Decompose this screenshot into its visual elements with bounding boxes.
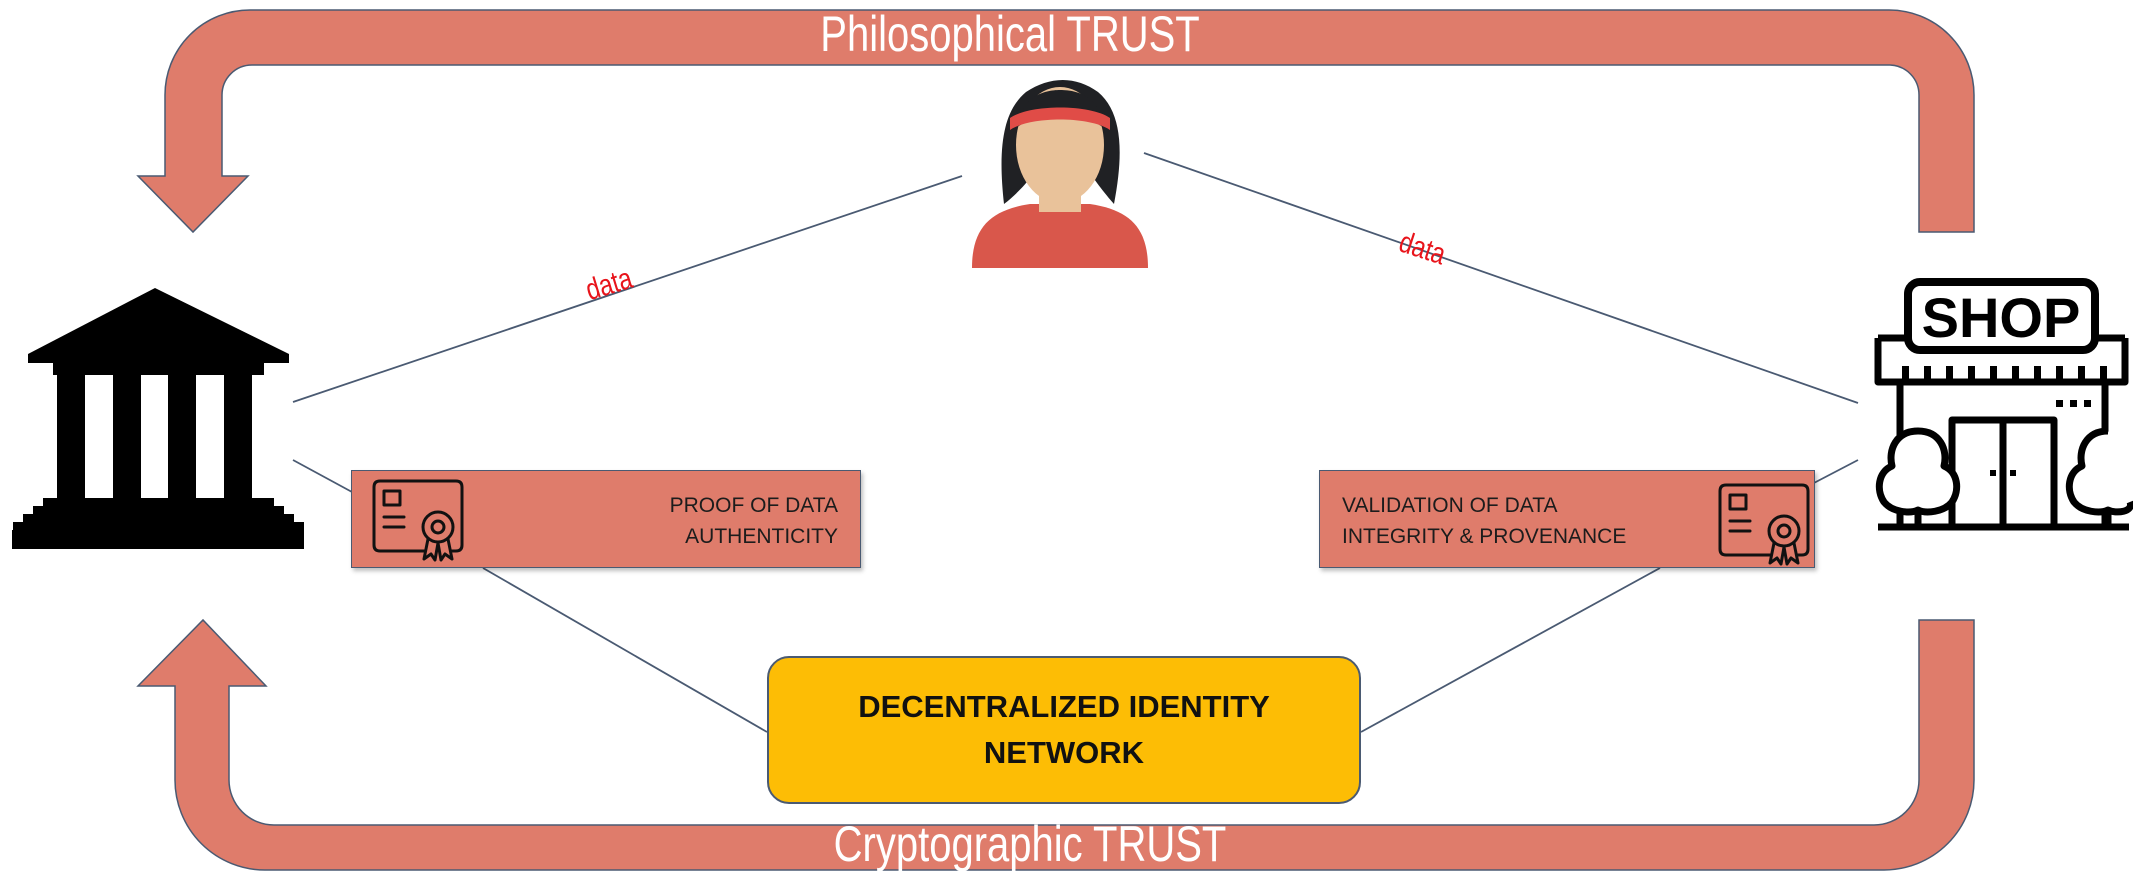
woman-avatar-icon — [972, 80, 1148, 268]
proof-of-authenticity-box: PROOF OF DATA AUTHENTICITY — [351, 470, 861, 568]
proof-line-1: PROOF OF DATA — [669, 494, 838, 517]
decentralized-identity-network-box: DECENTRALIZED IDENTITY NETWORK — [767, 656, 1361, 804]
network-line-2: NETWORK — [983, 735, 1145, 770]
shop-storefront-icon — [1874, 278, 2133, 531]
shop-awning-teeth — [1902, 366, 2107, 476]
philosophical-trust-label: Philosophical TRUST — [820, 6, 1200, 62]
validation-line-2: INTEGRITY & PROVENANCE — [1342, 525, 1627, 548]
government-building-icon — [12, 288, 304, 549]
cryptographic-trust-label: Cryptographic TRUST — [833, 816, 1227, 872]
certificate-icon — [1718, 483, 1810, 566]
cryptographic-trust-arrow — [136, 618, 1975, 871]
connector-credential-network-right — [1360, 567, 1661, 733]
proof-line-2: AUTHENTICITY — [685, 525, 838, 548]
validation-of-integrity-text: VALIDATION OF DATA INTEGRITY & PROVENANC… — [1342, 490, 1626, 552]
validation-of-integrity-box: VALIDATION OF DATA INTEGRITY & PROVENANC… — [1319, 470, 1815, 568]
philosophical-trust-arrow — [136, 9, 1975, 234]
proof-of-authenticity-text: PROOF OF DATA AUTHENTICITY — [670, 490, 838, 552]
connector-verifier-credential — [1811, 459, 1859, 485]
certificate-icon — [372, 479, 464, 562]
connector-issuer-holder — [292, 175, 963, 403]
connector-credential-network-left — [482, 567, 768, 733]
connector-issuer-credential — [292, 459, 353, 493]
validation-line-1: VALIDATION OF DATA — [1342, 494, 1558, 517]
connector-holder-verifier — [1143, 152, 1859, 404]
shop-sign-text: SHOP — [1922, 286, 2081, 349]
network-line-1: DECENTRALIZED IDENTITY — [858, 689, 1270, 724]
